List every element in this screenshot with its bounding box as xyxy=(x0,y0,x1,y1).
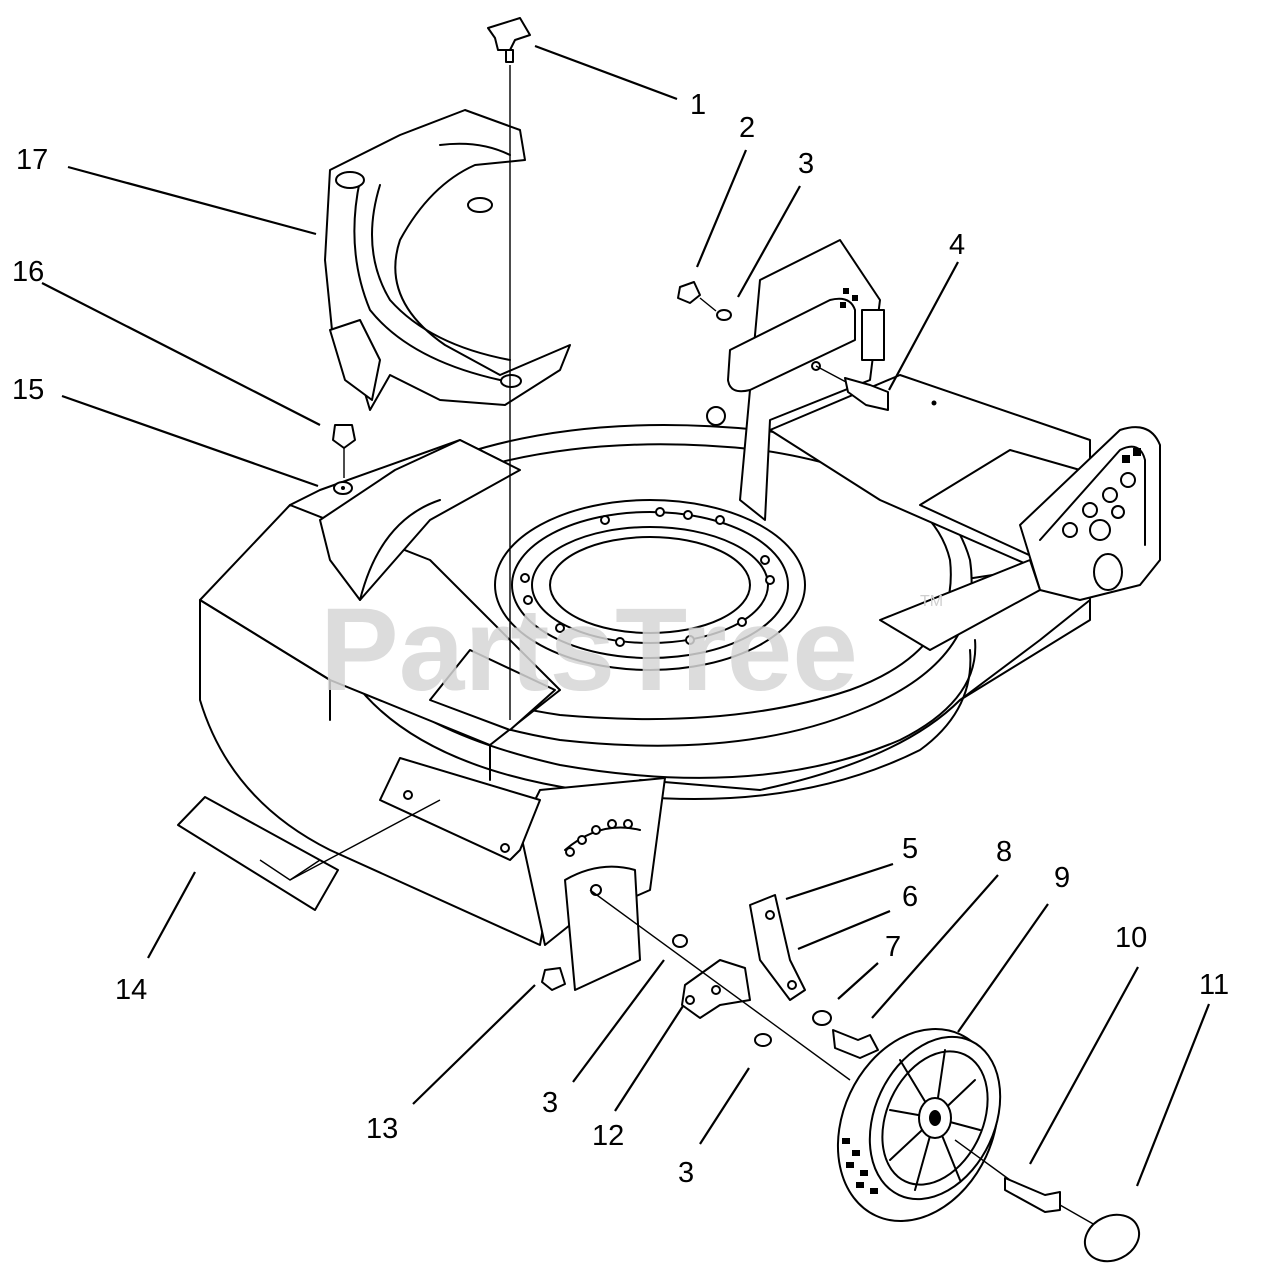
callout-12: 12 xyxy=(592,1120,624,1152)
knob-bolt xyxy=(487,17,531,63)
callout-16: 16 xyxy=(12,256,44,288)
callout-2: 2 xyxy=(739,112,755,144)
callout-3-washer-wheel: 3 xyxy=(678,1157,694,1189)
callout-4: 4 xyxy=(949,229,965,261)
tire-tread xyxy=(842,1138,878,1194)
callout-9: 9 xyxy=(1054,862,1070,894)
watermark-tm: TM xyxy=(920,593,943,610)
callout-3-washer-front: 3 xyxy=(542,1087,558,1119)
callout-14: 14 xyxy=(115,974,147,1006)
watermark: PartsTree TM xyxy=(320,584,943,716)
rear-height-adjuster xyxy=(1019,426,1161,601)
bolt-and-washer xyxy=(332,424,356,495)
mount-holes xyxy=(520,507,775,647)
front-wheel-assembly xyxy=(541,889,1141,1263)
chute-deflector xyxy=(324,109,571,411)
callout-labels: 1 2 3 4 5 6 7 8 9 10 11 12 13 14 15 16 1… xyxy=(12,89,1229,1189)
callout-13: 13 xyxy=(366,1113,398,1145)
callout-17: 17 xyxy=(16,144,48,176)
front-height-adjuster xyxy=(519,777,666,991)
callout-7: 7 xyxy=(885,931,901,963)
mower-deck-housing xyxy=(199,239,1161,991)
leader-lines xyxy=(41,44,1211,1187)
callout-15: 15 xyxy=(12,374,44,406)
callout-10: 10 xyxy=(1115,922,1147,954)
callout-11: 11 xyxy=(1199,969,1229,1001)
callout-5: 5 xyxy=(902,833,918,865)
callout-6: 6 xyxy=(902,881,918,913)
deck-plate xyxy=(177,796,441,911)
bracket-hardware xyxy=(677,281,889,411)
watermark-text: PartsTree xyxy=(320,584,858,716)
callout-3: 3 xyxy=(798,148,814,180)
callout-1: 1 xyxy=(690,89,706,121)
callout-8: 8 xyxy=(996,836,1012,868)
